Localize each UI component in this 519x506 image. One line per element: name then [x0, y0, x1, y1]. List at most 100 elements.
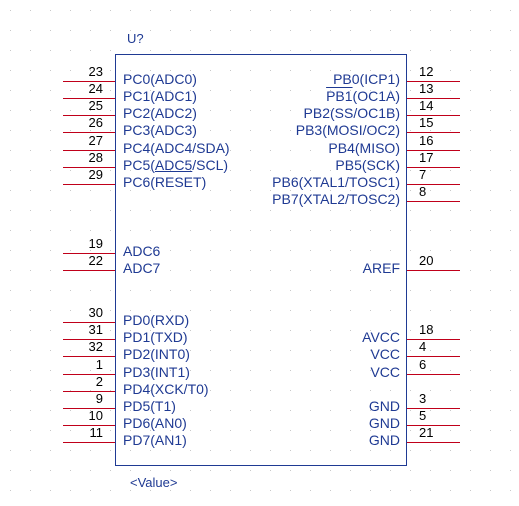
pin-wire-left[interactable] — [63, 253, 115, 254]
pin-name: AVCC — [362, 329, 400, 345]
pin-name: PC6(RESET) — [123, 174, 207, 190]
pin-wire-left[interactable] — [63, 270, 115, 271]
pin-name: PB1(OC1A) — [326, 88, 400, 104]
pin-wire-left[interactable] — [63, 425, 115, 426]
pin-wire-left[interactable] — [63, 150, 115, 151]
pin-name: PB4(MISO) — [328, 140, 400, 156]
pin-wire-right[interactable] — [407, 115, 460, 116]
pin-wire-left[interactable] — [63, 98, 115, 99]
pin-number: 9 — [95, 391, 103, 406]
pin-number: 8 — [419, 184, 427, 199]
pin-wire-left[interactable] — [63, 408, 115, 409]
pin-number: 18 — [419, 322, 434, 337]
pin-number: 30 — [88, 305, 103, 320]
pin-wire-right[interactable] — [407, 98, 460, 99]
component-reference[interactable]: U? — [127, 31, 144, 46]
pin-name: PB6(XTAL1/TOSC1) — [272, 174, 400, 190]
pin-number: 27 — [88, 133, 103, 148]
pin-number: 10 — [88, 408, 103, 423]
pin-number: 17 — [419, 150, 434, 165]
pin-name: PD0(RXD) — [123, 312, 190, 328]
pin-number: 16 — [419, 133, 434, 148]
pin-name: GND — [368, 415, 400, 431]
pin-name: PC3(ADC3) — [123, 122, 197, 138]
pin-name: PB3(MOSI/OC2) — [295, 122, 400, 138]
pin-name: PD1(TXD) — [123, 329, 188, 345]
pin-name: PB0(ICP1) — [333, 71, 400, 87]
pin-name: PB5(SCK) — [335, 157, 400, 173]
pin-number: 25 — [88, 98, 103, 113]
pin-number: 3 — [419, 391, 427, 406]
component-body[interactable] — [115, 54, 407, 466]
pin-wire-right[interactable] — [407, 201, 460, 202]
pin-number: 2 — [95, 374, 103, 389]
pin-wire-right[interactable] — [407, 425, 460, 426]
pin-wire-left[interactable] — [63, 374, 115, 375]
pin-wire-right[interactable] — [407, 150, 460, 151]
pin-wire-right[interactable] — [407, 408, 460, 409]
pin-name: GND — [368, 398, 400, 414]
pin-name: AREF — [362, 260, 400, 276]
pin-wire-right[interactable] — [407, 339, 460, 340]
pin-wire-right[interactable] — [407, 442, 460, 443]
pin-number: 20 — [419, 253, 434, 268]
pin-name: PD4(XCK/T0) — [123, 381, 209, 397]
component-value[interactable]: <Value> — [130, 475, 178, 490]
pin-name: GND — [368, 432, 400, 448]
pin-number: 4 — [419, 339, 427, 354]
pin-wire-left[interactable] — [63, 356, 115, 357]
pin-wire-right[interactable] — [407, 356, 460, 357]
pin-number: 21 — [419, 425, 434, 440]
pin-wire-left[interactable] — [63, 167, 115, 168]
pin-name: PC1(ADC1) — [123, 88, 197, 104]
pin-name: PD6(AN0) — [123, 415, 187, 431]
pin-number: 32 — [88, 339, 103, 354]
pin-number: 19 — [88, 236, 103, 251]
pin-name: PD2(INT0) — [123, 346, 190, 362]
pin-number: 24 — [88, 81, 103, 96]
pin-wire-left[interactable] — [63, 184, 115, 185]
pin-wire-right[interactable] — [407, 81, 460, 82]
pin-name: VCC — [370, 364, 400, 380]
pin-number: 31 — [88, 322, 103, 337]
pin-number: 23 — [88, 64, 103, 79]
pin-wire-left[interactable] — [63, 115, 115, 116]
pin-name: PC2(ADC2) — [123, 105, 197, 121]
pin-name: VCC — [370, 346, 400, 362]
pin-number: 6 — [419, 357, 427, 372]
pin-wire-right[interactable] — [407, 184, 460, 185]
pin-number: 15 — [419, 115, 434, 130]
pin-wire-left[interactable] — [63, 322, 115, 323]
pin-wire-right[interactable] — [407, 374, 460, 375]
pin-name: PD5(T1) — [123, 398, 176, 414]
pin-number: 26 — [88, 115, 103, 130]
pin-name: PB7(XTAL2/TOSC2) — [272, 191, 400, 207]
pin-name: ADC6 — [123, 243, 161, 259]
pin-wire-left[interactable] — [63, 442, 115, 443]
pin-number: 29 — [88, 167, 103, 182]
pin-wire-left[interactable] — [63, 132, 115, 133]
pin-wire-left[interactable] — [63, 81, 115, 82]
pin-name: PC0(ADC0) — [123, 71, 197, 87]
pin-number: 1 — [95, 357, 103, 372]
pin-number: 28 — [88, 150, 103, 165]
pin-name: ADC7 — [123, 260, 161, 276]
pin-number: 14 — [419, 98, 434, 113]
pin-name: PC4(ADC4/SDA) — [123, 140, 230, 156]
pin-name: PD3(INT1) — [123, 364, 190, 380]
pin-wire-left[interactable] — [63, 339, 115, 340]
pin-wire-right[interactable] — [407, 132, 460, 133]
pin-wire-right[interactable] — [407, 270, 460, 271]
pin-number: 5 — [419, 408, 427, 423]
pin-name: PD7(AN1) — [123, 432, 187, 448]
pin-number: 12 — [419, 64, 434, 79]
pin-name: PC5(ADC5/SCL) — [123, 157, 229, 173]
pin-number: 13 — [419, 81, 434, 96]
pin-number: 11 — [89, 425, 104, 440]
pin-wire-left[interactable] — [63, 391, 115, 392]
pin-number: 7 — [419, 167, 427, 182]
pin-wire-right[interactable] — [407, 167, 460, 168]
pin-number: 22 — [88, 253, 103, 268]
pin-name: PB2(SS/OC1B) — [303, 105, 400, 121]
